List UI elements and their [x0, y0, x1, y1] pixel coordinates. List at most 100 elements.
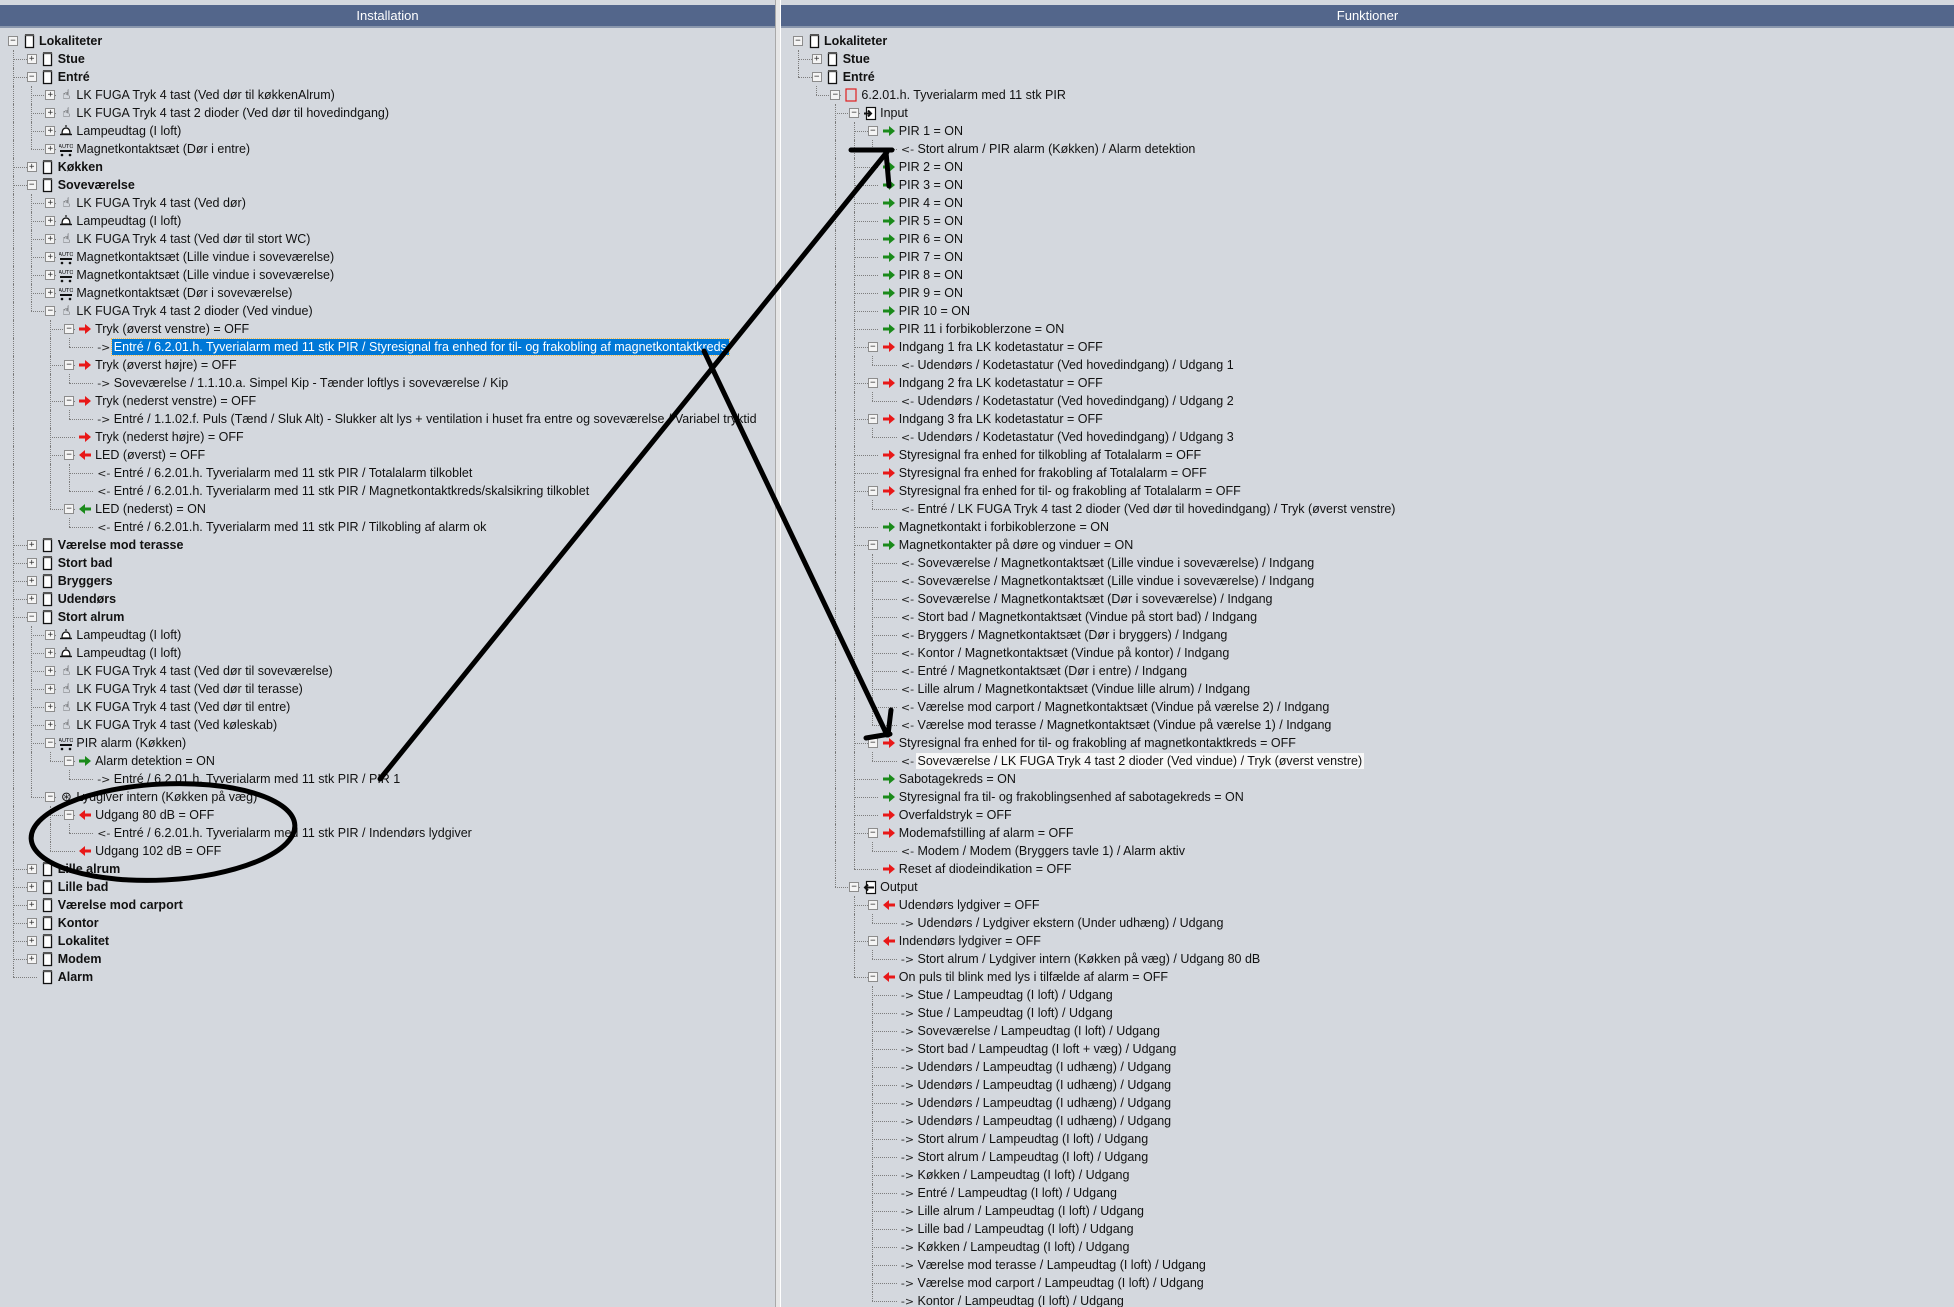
expand-button[interactable]: +	[45, 108, 56, 118]
tree-item[interactable]: Reset af diodeindikation = OFF	[781, 860, 1954, 878]
tree-item[interactable]: −⊛Lydgiver intern (Køkken på væg)	[0, 788, 775, 806]
tree-item-room[interactable]: +Værelse mod carport	[0, 896, 775, 914]
collapse-button[interactable]: −	[793, 36, 803, 46]
collapse-button[interactable]: −	[867, 486, 878, 496]
tree-item[interactable]: Tryk (nederst højre) = OFF	[0, 428, 775, 446]
tree-item-label[interactable]: Indendørs lydgiver = OFF	[898, 934, 1041, 948]
tree-item-label[interactable]: Entré / 6.2.01.h. Tyverialarm med 11 stk…	[110, 338, 730, 356]
tree-item-label[interactable]: Stort alrum / Lampeudtag (I loft) / Udga…	[917, 1132, 1149, 1146]
tree-item[interactable]: PIR 3 = ON	[781, 176, 1954, 194]
tree-item-label[interactable]: LED (nederst) = ON	[95, 502, 206, 516]
expand-button[interactable]: +	[45, 648, 56, 658]
expand-button[interactable]: +	[45, 720, 56, 730]
tree-item-label[interactable]: Tryk (nederst højre) = OFF	[95, 430, 244, 444]
tree-item-label[interactable]: Magnetkontaktsæt (Lille vindue i sovevær…	[76, 268, 335, 282]
tree-link-item[interactable]: <-Entré / 6.2.01.h. Tyverialarm med 11 s…	[0, 482, 775, 500]
expand-button[interactable]: +	[26, 882, 37, 892]
tree-item-room[interactable]: +Lille bad	[0, 878, 775, 896]
tree-item-label[interactable]: Lampeudtag (I loft)	[76, 214, 182, 228]
tree-item-label[interactable]: Køkken / Lampeudtag (I loft) / Udgang	[917, 1168, 1130, 1182]
tree-item-label[interactable]: LK FUGA Tryk 4 tast (Ved dør til entre)	[76, 700, 291, 714]
tree-item-label[interactable]: LK FUGA Tryk 4 tast (Ved dør til stort W…	[76, 232, 311, 246]
tree-item-label[interactable]: Lokaliteter	[39, 34, 103, 48]
tree-item-label[interactable]: PIR 5 = ON	[898, 214, 964, 228]
tree-item-label[interactable]: Styresignal fra enhed for frakobling af …	[898, 466, 1207, 480]
tree-item-label[interactable]: LED (øverst) = OFF	[95, 448, 206, 462]
tree-item-label[interactable]: Lille bad / Lampeudtag (I loft) / Udgang	[917, 1222, 1134, 1236]
tree-link-item[interactable]: ->Stort bad / Lampeudtag (I loft + væg) …	[781, 1040, 1954, 1058]
tree-link-item[interactable]: ->Entré / Lampeudtag (I loft) / Udgang	[781, 1184, 1954, 1202]
tree-item-label[interactable]: Udendørs / Kodetastatur (Ved hovedindgan…	[917, 430, 1234, 444]
collapse-button[interactable]: −	[64, 756, 75, 766]
tree-link-item[interactable]: ->Soveværelse / Lampeudtag (I loft) / Ud…	[781, 1022, 1954, 1040]
collapse-button[interactable]: −	[867, 342, 878, 352]
collapse-button[interactable]: −	[867, 738, 878, 748]
tree-link-item[interactable]: <-Udendørs / Kodetastatur (Ved hovedindg…	[781, 356, 1954, 374]
tree-item-room[interactable]: +Lokalitet	[0, 932, 775, 950]
tree-link-item[interactable]: ->Stue / Lampeudtag (I loft) / Udgang	[781, 986, 1954, 1004]
collapse-button[interactable]: −	[64, 396, 75, 406]
tree-item-room[interactable]: +Stue	[0, 50, 775, 68]
collapse-button[interactable]: −	[867, 972, 878, 982]
collapse-button[interactable]: −	[26, 72, 37, 82]
tree-item-label[interactable]: Værelse mod terasse	[57, 538, 184, 552]
tree-item[interactable]: Magnetkontakt i forbikoblerzone = ON	[781, 518, 1954, 536]
tree-link-item[interactable]: ->Entré / 6.2.01.h. Tyverialarm med 11 s…	[0, 338, 775, 356]
tree-item-label[interactable]: Stort alrum / Lydgiver intern (Køkken på…	[917, 952, 1261, 966]
tree-item[interactable]: −Indgang 3 fra LK kodetastatur = OFF	[781, 410, 1954, 428]
tree-item-label[interactable]: On puls til blink med lys i tilfælde af …	[898, 970, 1168, 984]
tree-item-label[interactable]: PIR 10 = ON	[898, 304, 971, 318]
collapse-button[interactable]: −	[830, 90, 841, 100]
tree-item[interactable]: +☝LK FUGA Tryk 4 tast (Ved køleskab)	[0, 716, 775, 734]
collapse-button[interactable]: −	[64, 504, 75, 514]
tree-item-label[interactable]: PIR 9 = ON	[898, 286, 964, 300]
tree-link-item[interactable]: ->Soveværelse / 1.1.10.a. Simpel Kip - T…	[0, 374, 775, 392]
collapse-button[interactable]: −	[45, 738, 56, 748]
tree-item[interactable]: −Udendørs lydgiver = OFF	[781, 896, 1954, 914]
tree-item-label[interactable]: Styresignal fra enhed for til- og frakob…	[898, 736, 1296, 750]
tree-item-room[interactable]: +Lille alrum	[0, 860, 775, 878]
tree-item[interactable]: PIR 10 = ON	[781, 302, 1954, 320]
tree-link-item[interactable]: ->Værelse mod carport / Lampeudtag (I lo…	[781, 1274, 1954, 1292]
collapse-button[interactable]: −	[45, 306, 56, 316]
tree-link-item[interactable]: <-Udendørs / Kodetastatur (Ved hovedindg…	[781, 392, 1954, 410]
tree-item-label[interactable]: Styresignal fra enhed for til- og frakob…	[898, 484, 1241, 498]
tree-link-item[interactable]: <-Soveværelse / Magnetkontaktsæt (Lille …	[781, 554, 1954, 572]
tree-item[interactable]: −Indendørs lydgiver = OFF	[781, 932, 1954, 950]
tree-item-label[interactable]: PIR 4 = ON	[898, 196, 964, 210]
tree-item[interactable]: PIR 11 i forbikoblerzone = ON	[781, 320, 1954, 338]
expand-button[interactable]: +	[26, 54, 37, 64]
tree-item-room[interactable]: +Køkken	[0, 158, 775, 176]
tree-item-label[interactable]: Entré / Lampeudtag (I loft) / Udgang	[917, 1186, 1117, 1200]
tree-item-label[interactable]: Entré / 6.2.01.h. Tyverialarm med 11 stk…	[113, 484, 590, 498]
expand-button[interactable]: +	[45, 270, 56, 280]
collapse-button[interactable]: −	[45, 792, 56, 802]
tree-link-item[interactable]: ->Udendørs / Lampeudtag (I udhæng) / Udg…	[781, 1094, 1954, 1112]
tree-link-item[interactable]: ->Udendørs / Lampeudtag (I udhæng) / Udg…	[781, 1076, 1954, 1094]
collapse-button[interactable]: −	[867, 414, 878, 424]
tree-item-label[interactable]: Lydgiver intern (Køkken på væg)	[76, 790, 258, 804]
tree-item-label[interactable]: 6.2.01.h. Tyverialarm med 11 stk PIR	[861, 88, 1066, 102]
collapse-button[interactable]: −	[26, 180, 37, 190]
tree-item[interactable]: PIR 5 = ON	[781, 212, 1954, 230]
tree-item-label[interactable]: Udendørs lydgiver = OFF	[898, 898, 1040, 912]
tree-item[interactable]: −Input	[781, 104, 1954, 122]
tree-item-label[interactable]: Indgang 2 fra LK kodetastatur = OFF	[898, 376, 1103, 390]
tree-item-label[interactable]: Magnetkontaktsæt (Dør i entre)	[76, 142, 251, 156]
collapse-button[interactable]: −	[867, 378, 878, 388]
tree-item[interactable]: Styresignal fra til- og frakoblingsenhed…	[781, 788, 1954, 806]
tree-link-item[interactable]: <-Entré / 6.2.01.h. Tyverialarm med 11 s…	[0, 518, 775, 536]
tree-item-room[interactable]: −Stort alrum	[0, 608, 775, 626]
collapse-button[interactable]: −	[849, 882, 860, 892]
tree-item[interactable]: −Indgang 1 fra LK kodetastatur = OFF	[781, 338, 1954, 356]
tree-item-room[interactable]: +Udendørs	[0, 590, 775, 608]
tree-item-label[interactable]: Alarm detektion = ON	[95, 754, 215, 768]
tree-link-item[interactable]: <-Entré / 6.2.01.h. Tyverialarm med 11 s…	[0, 464, 775, 482]
tree-item[interactable]: +☝LK FUGA Tryk 4 tast (Ved dør til køkke…	[0, 86, 775, 104]
tree-item[interactable]: +☝LK FUGA Tryk 4 tast (Ved dør)	[0, 194, 775, 212]
tree-item-label[interactable]: Soveværelse / Magnetkontaktsæt (Lille vi…	[917, 556, 1315, 570]
tree-item-label[interactable]: Stue	[842, 52, 870, 66]
tree-item-label[interactable]: Magnetkontaktsæt (Dør i soveværelse)	[76, 286, 293, 300]
tree-item-label[interactable]: Kontor	[57, 916, 99, 930]
